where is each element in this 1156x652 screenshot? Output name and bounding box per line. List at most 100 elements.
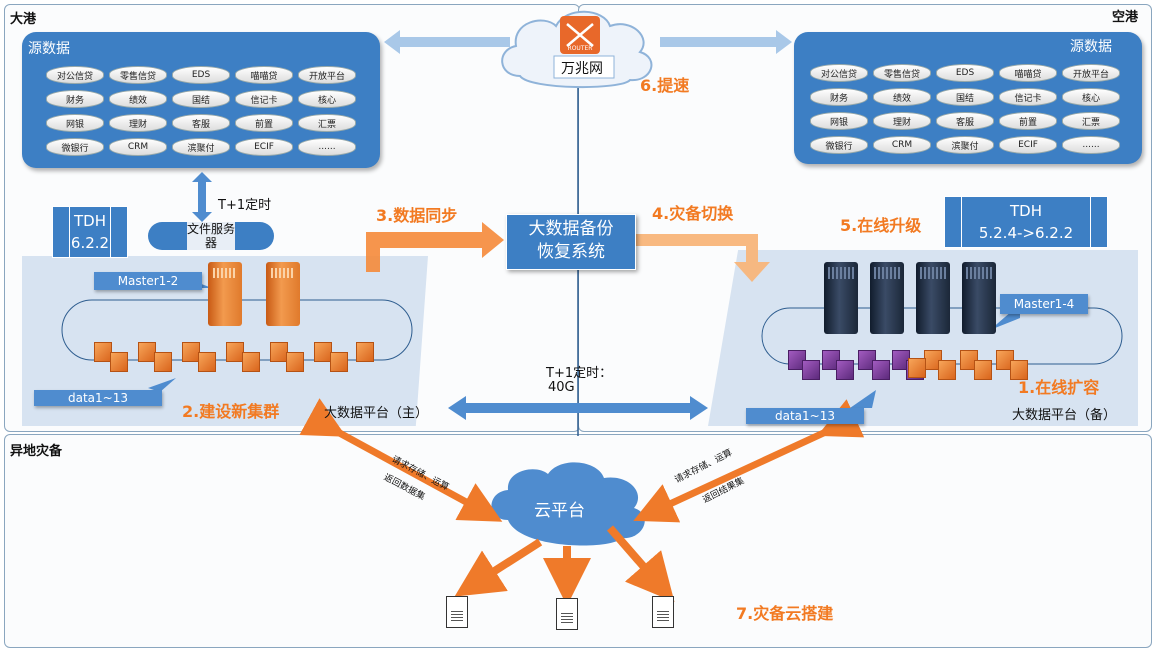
- client-server-3: [652, 596, 674, 628]
- data-node-left-12: [330, 352, 348, 372]
- link-label-2: 40G: [548, 380, 575, 395]
- data-node-left-6: [198, 352, 216, 372]
- tdh-right-line1: TDH: [1010, 202, 1042, 220]
- router-label: ROUTER: [568, 45, 593, 52]
- source-db-left-0-1: 零售信贷: [109, 66, 167, 84]
- master-server-2: [266, 262, 300, 326]
- right-platform-name: 大数据平台（备）: [1012, 408, 1117, 423]
- arrow-t1-vertical: [192, 172, 212, 222]
- step-2: 2.建设新集群: [182, 402, 280, 421]
- arrow-cloud-right: [633, 399, 865, 523]
- source-db-right-1-4: 核心: [1062, 88, 1120, 106]
- client-server-1: [446, 596, 468, 628]
- source-db-left-0-3: 喵喵贷: [235, 66, 293, 84]
- data-node-left-13: [356, 342, 374, 362]
- source-db-left-2-4: 汇票: [298, 114, 356, 132]
- region-label-yidi: 异地灾备: [10, 444, 63, 459]
- source-db-right-3-0: 微银行: [810, 136, 868, 154]
- step-7: 7.灾备云搭建: [736, 604, 834, 623]
- source-db-left-1-3: 信记卡: [235, 90, 293, 108]
- tdh-left-line1: TDH: [74, 212, 106, 230]
- tdh-box-right: TDH 5.2.4->6.2.2: [944, 196, 1108, 248]
- master-server-1: [208, 262, 242, 326]
- data-node-right-2: [938, 360, 956, 380]
- source-db-right-0-3: 喵喵贷: [999, 64, 1057, 82]
- backup-recovery-system: 大数据备份 恢复系统: [506, 214, 636, 270]
- source-db-left-1-1: 绩效: [109, 90, 167, 108]
- arrow-top-left: [384, 30, 510, 54]
- source-db-left-2-3: 前置: [235, 114, 293, 132]
- source-db-left-2-0: 网银: [46, 114, 104, 132]
- file-server: 文件服务器: [148, 222, 274, 250]
- label-master-right: Master1-4: [1000, 294, 1088, 314]
- source-db-right-1-3: 信记卡: [999, 88, 1057, 106]
- source-db-right-2-1: 理财: [873, 112, 931, 130]
- tdh-box-left: TDH 6.2.2: [52, 206, 128, 258]
- network-cloud: ROUTER: [501, 10, 653, 89]
- label-data-left: data1~13: [34, 390, 162, 406]
- source-db-right-3-4: ......: [1062, 136, 1120, 154]
- arrow-failover: [636, 234, 770, 282]
- client-server-2: [556, 598, 578, 630]
- label-data-right: data1~13: [746, 408, 864, 424]
- backup-server-4: [962, 262, 996, 334]
- data-node-right-new-4: [836, 360, 854, 380]
- label-master-left: Master1-2: [94, 272, 202, 290]
- source-db-right-3-3: ECIF: [999, 136, 1057, 154]
- source-db-left-2-1: 理财: [109, 114, 167, 132]
- source-db-left-1-4: 核心: [298, 90, 356, 108]
- arrow-client-3: [606, 525, 675, 603]
- data-node-right-7: [908, 358, 926, 378]
- data-node-left-2: [110, 352, 128, 372]
- data-node-left-8: [242, 352, 260, 372]
- link-label-1: T+1定时：: [546, 366, 613, 381]
- source-db-left-0-0: 对公信贷: [46, 66, 104, 84]
- file-server-label: 文件服务器: [187, 222, 236, 250]
- source-db-left-3-2: 滨聚付: [172, 138, 230, 156]
- source-db-right-3-2: 滨聚付: [936, 136, 994, 154]
- source-db-left-1-0: 财务: [46, 90, 104, 108]
- center-box-line1: 大数据备份: [528, 219, 614, 239]
- network-label: 万兆网: [561, 61, 603, 77]
- tdh-left-line2: 6.2.2: [70, 234, 110, 252]
- source-db-right-0-4: 开放平台: [1062, 64, 1120, 82]
- cloud-label: 云平台: [534, 501, 585, 521]
- source-db-right-1-0: 财务: [810, 88, 868, 106]
- step-3: 3.数据同步: [376, 206, 458, 225]
- source-db-right-0-2: EDS: [936, 64, 994, 82]
- step-5: 5.在线升级: [840, 216, 922, 235]
- source-db-left-2-2: 客服: [172, 114, 230, 132]
- arrow-top-right: [660, 30, 792, 54]
- region-label-dagang: 大港: [10, 12, 37, 27]
- source-db-right-2-2: 客服: [936, 112, 994, 130]
- arrow-data-sync: [366, 222, 504, 272]
- backup-server-3: [916, 262, 950, 334]
- backup-server-1: [824, 262, 858, 334]
- pointer-data-left: [148, 378, 176, 392]
- source-db-right-0-1: 零售信贷: [873, 64, 931, 82]
- data-node-left-10: [286, 352, 304, 372]
- source-db-left-0-2: EDS: [172, 66, 230, 84]
- region-label-konggang: 空港: [1112, 10, 1139, 25]
- source-db-right-2-0: 网银: [810, 112, 868, 130]
- t1-label-left: T+1定时: [218, 198, 272, 213]
- arrow-client-1: [454, 538, 543, 597]
- data-node-right-new-6: [872, 360, 890, 380]
- source-db-right-0-0: 对公信贷: [810, 64, 868, 82]
- source-db-left-3-4: ......: [298, 138, 356, 156]
- step-4: 4.灾备切换: [652, 204, 734, 223]
- source-db-left-3-1: CRM: [109, 138, 167, 156]
- data-node-right-6: [1010, 360, 1028, 380]
- source-db-right-2-4: 汇票: [1062, 112, 1120, 130]
- source-title-left: 源数据: [28, 41, 70, 57]
- source-db-right-3-1: CRM: [873, 136, 931, 154]
- left-platform-name: 大数据平台（主）: [324, 406, 429, 421]
- data-node-right-new-2: [802, 360, 820, 380]
- source-db-right-2-3: 前置: [999, 112, 1057, 130]
- source-db-left-3-0: 微银行: [46, 138, 104, 156]
- arrow-platform-link: [448, 396, 708, 420]
- tdh-right-line2: 5.2.4->6.2.2: [978, 224, 1074, 242]
- data-node-right-4: [974, 360, 992, 380]
- source-db-left-3-3: ECIF: [235, 138, 293, 156]
